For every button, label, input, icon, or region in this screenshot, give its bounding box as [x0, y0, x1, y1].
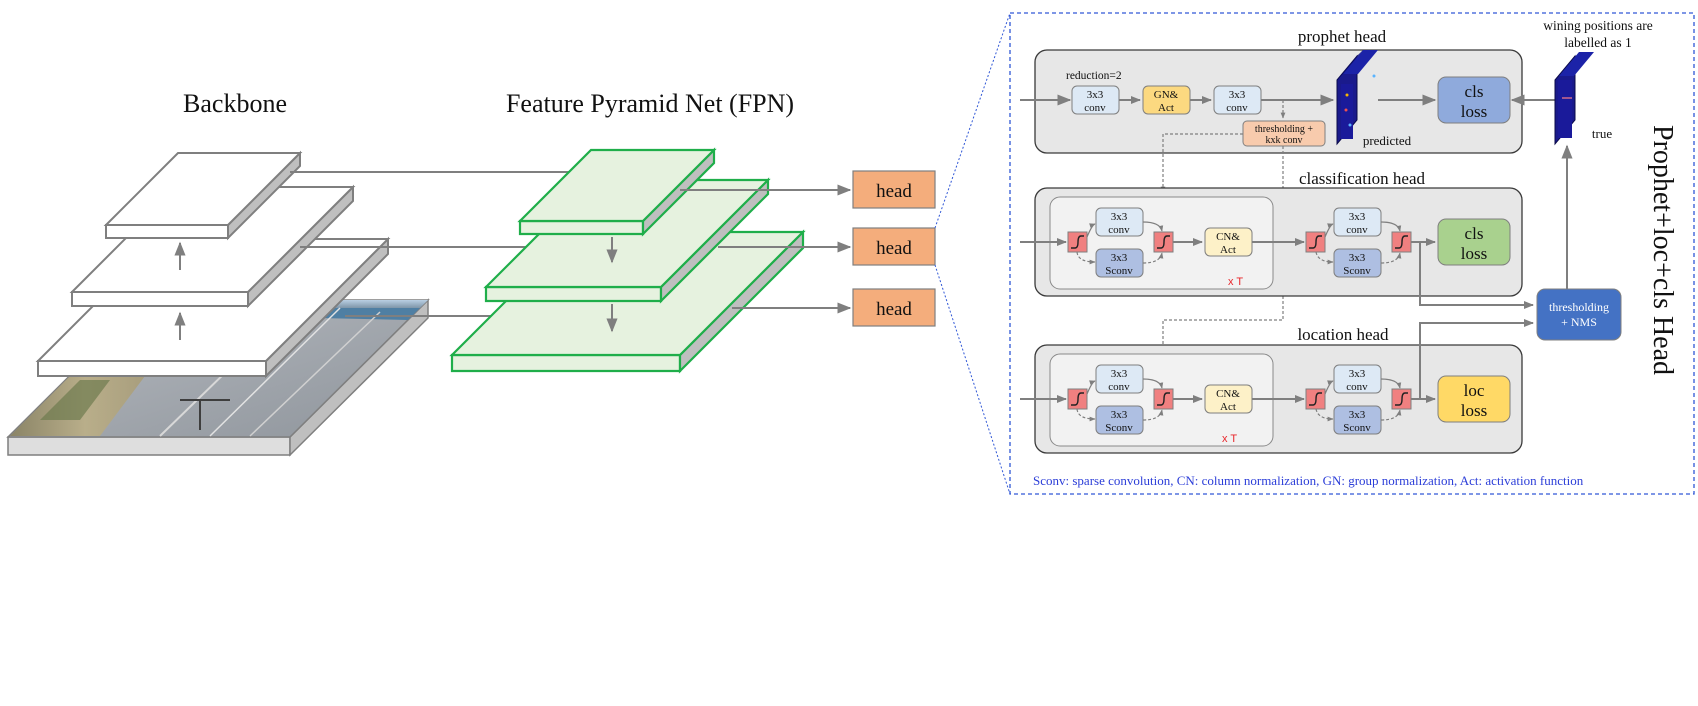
head-box-3: head [852, 288, 936, 327]
svg-text:3x3: 3x3 [1111, 409, 1128, 421]
loc-loss: loc loss [1437, 375, 1511, 423]
head-label-3: head [876, 299, 912, 320]
prophet-conv1: 3x3 conv [1071, 85, 1120, 115]
nms-box: thresholding + NMS [1536, 288, 1622, 341]
svg-text:thresholding +: thresholding + [1255, 124, 1313, 135]
loc-activation-2 [1153, 388, 1174, 410]
loc-conv-b: 3x3 conv [1333, 364, 1382, 394]
svg-text:conv: conv [1226, 102, 1248, 114]
svg-text:GN&: GN& [1154, 89, 1179, 101]
winning-note-line-2: labelled as 1 [1564, 35, 1631, 50]
svg-text:conv: conv [1108, 381, 1130, 393]
cls-loss: cls loss [1437, 218, 1511, 266]
loc-cn-act: CN& Act [1204, 384, 1253, 414]
prophet-head-title: prophet head [1298, 27, 1387, 46]
prophet-conv2: 3x3 conv [1213, 85, 1262, 115]
backbone-title: Backbone [183, 89, 287, 118]
loc-sconv-a: 3x3 Sconv [1095, 405, 1144, 435]
svg-text:Sconv: Sconv [1105, 265, 1133, 277]
loc-conv-a: 3x3 conv [1095, 364, 1144, 394]
head-label-1: head [876, 181, 912, 202]
fpn-layer-top [517, 147, 717, 237]
svg-text:3x3: 3x3 [1111, 368, 1128, 380]
footnote: Sconv: sparse convolution, CN: column no… [1033, 473, 1584, 488]
svg-text:loss: loss [1461, 102, 1487, 121]
svg-text:3x3: 3x3 [1349, 368, 1366, 380]
head-box-2: head [852, 227, 936, 266]
svg-text:kxk conv: kxk conv [1266, 135, 1303, 146]
svg-text:3x3: 3x3 [1349, 252, 1366, 264]
svg-text:cls: cls [1465, 82, 1484, 101]
loc-activation-3 [1305, 388, 1326, 410]
reduction-label: reduction=2 [1066, 70, 1122, 82]
svg-text:3x3: 3x3 [1087, 89, 1104, 101]
zoom-line-bottom [934, 264, 1011, 495]
svg-text:conv: conv [1346, 224, 1368, 236]
backbone-layer-3 [103, 150, 303, 241]
classification-head-title: classification head [1299, 169, 1426, 188]
cls-to-nms-arrow [1419, 242, 1534, 309]
cls-conv-a: 3x3 conv [1095, 207, 1144, 237]
fpn-title: Feature Pyramid Net (FPN) [506, 89, 794, 118]
cls-conv-b: 3x3 conv [1333, 207, 1382, 237]
svg-text:Sconv: Sconv [1105, 422, 1133, 434]
svg-text:Act: Act [1220, 401, 1236, 413]
prophet-threshold-box: thresholding + kxk conv [1242, 120, 1326, 147]
svg-text:Act: Act [1158, 102, 1174, 114]
cls-repeat-label: x T [1228, 276, 1243, 288]
svg-text:+ NMS: + NMS [1561, 315, 1597, 329]
cls-cn-act: CN& Act [1204, 227, 1253, 257]
predicted-label: predicted [1363, 133, 1412, 148]
svg-text:conv: conv [1346, 381, 1368, 393]
cls-activation-1 [1067, 231, 1088, 253]
predicted-map [1336, 50, 1378, 146]
prophet-gn-act: GN& Act [1142, 85, 1191, 115]
cls-sconv-a: 3x3 Sconv [1095, 248, 1144, 278]
svg-text:conv: conv [1084, 102, 1106, 114]
cls-sconv-b: 3x3 Sconv [1333, 248, 1382, 278]
svg-text:Act: Act [1220, 244, 1236, 256]
svg-text:CN&: CN& [1216, 231, 1240, 243]
cls-activation-2 [1153, 231, 1174, 253]
loc-activation-1 [1067, 388, 1088, 410]
svg-text:3x3: 3x3 [1111, 211, 1128, 223]
svg-text:3x3: 3x3 [1349, 409, 1366, 421]
svg-text:loc: loc [1464, 381, 1485, 400]
svg-text:thresholding: thresholding [1549, 300, 1609, 314]
zoom-line-top [934, 12, 1011, 229]
svg-text:Sconv: Sconv [1343, 422, 1371, 434]
svg-text:3x3: 3x3 [1229, 89, 1246, 101]
cls-activation-3 [1305, 231, 1326, 253]
svg-text:loss: loss [1461, 401, 1487, 420]
true-label: true [1592, 126, 1612, 141]
true-map [1554, 52, 1594, 146]
svg-text:CN&: CN& [1216, 388, 1240, 400]
svg-text:Sconv: Sconv [1343, 265, 1371, 277]
side-title: Prophet+loc+cls Head [1647, 125, 1678, 375]
thresh-to-cls-dashed [1160, 133, 1243, 193]
prophet-cls-loss: cls loss [1437, 76, 1511, 124]
location-head-title: location head [1297, 325, 1389, 344]
head-box-1: head [852, 170, 936, 209]
loc-sconv-b: 3x3 Sconv [1333, 405, 1382, 435]
fpn-to-head-arrows [680, 184, 852, 314]
svg-text:3x3: 3x3 [1349, 211, 1366, 223]
loc-activation-4 [1391, 388, 1412, 410]
svg-text:cls: cls [1465, 224, 1484, 243]
svg-text:loss: loss [1461, 244, 1487, 263]
winning-note-line-1: wining positions are [1543, 18, 1653, 33]
svg-text:3x3: 3x3 [1111, 252, 1128, 264]
head-label-2: head [876, 238, 912, 259]
cls-activation-4 [1391, 231, 1412, 253]
detail-panel-frame [1009, 12, 1695, 495]
loc-to-nms-arrow [1419, 319, 1534, 399]
loc-repeat-label: x T [1222, 433, 1237, 445]
svg-text:conv: conv [1108, 224, 1130, 236]
